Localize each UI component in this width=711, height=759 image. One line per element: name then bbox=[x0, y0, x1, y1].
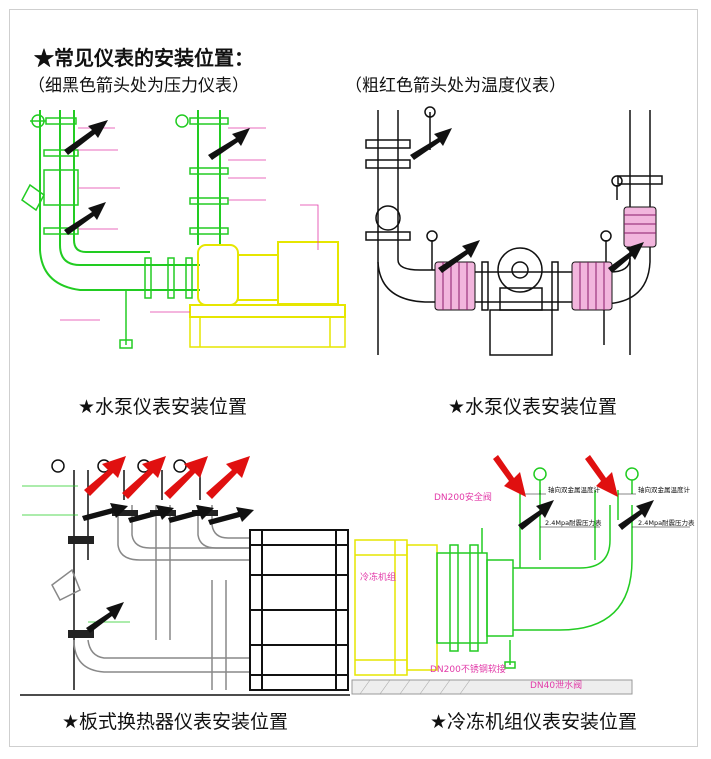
page-frame bbox=[9, 9, 698, 747]
legend-temperature: （粗红色箭头处为温度仪表） bbox=[345, 76, 566, 96]
pump-left-drawing bbox=[21, 110, 346, 349]
plate-hx-drawing bbox=[20, 456, 350, 696]
legend-pressure: （细黑色箭头处为压力仪表） bbox=[28, 76, 249, 96]
label-gauge-2: 2.4Mpa耐震压力表 bbox=[638, 518, 695, 527]
label-gauge-1: 2.4Mpa耐震压力表 bbox=[545, 518, 602, 527]
caption-pump-left: ★水泵仪表安装位置 bbox=[78, 396, 248, 418]
caption-plate-hx: ★板式换热器仪表安装位置 bbox=[62, 711, 289, 733]
caption-pump-right: ★水泵仪表安装位置 bbox=[448, 396, 618, 418]
page-heading: ★常见仪表的安装位置： bbox=[34, 46, 254, 70]
label-drain-valve: DN40泄水阀 bbox=[530, 679, 582, 691]
label-therm-1: 轴向双金属温度计 bbox=[548, 485, 601, 494]
label-steel-joint: DN200不锈钢软接 bbox=[430, 663, 506, 675]
pump-right-drawing bbox=[365, 106, 663, 356]
label-chiller-unit: 冷冻机组 bbox=[360, 571, 396, 583]
label-safety-valve: DN200安全阀 bbox=[434, 491, 492, 503]
chiller-drawing: DN200安全阀 冷冻机组 DN200不锈钢软接 DN40泄水阀 轴向双金属温度… bbox=[351, 455, 695, 695]
caption-chiller: ★冷冻机组仪表安装位置 bbox=[430, 711, 638, 733]
label-therm-2: 轴向双金属温度计 bbox=[638, 485, 691, 494]
